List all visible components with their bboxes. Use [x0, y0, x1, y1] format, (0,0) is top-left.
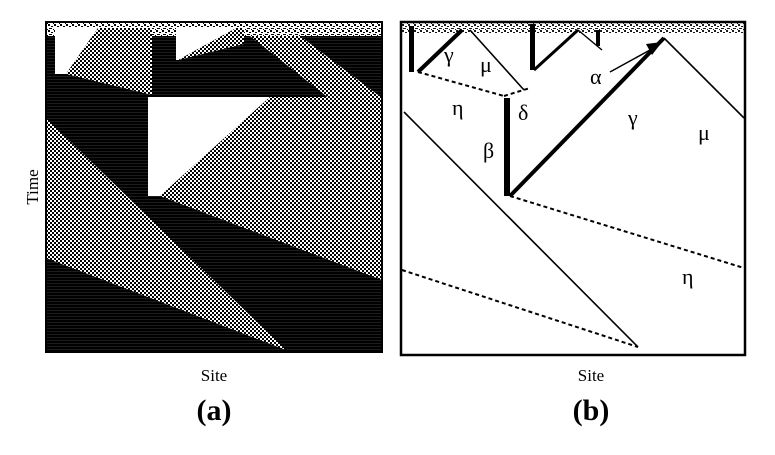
- label-gamma-right: γ: [627, 105, 638, 130]
- delta-particle: [503, 87, 531, 97]
- checker-domain-top-middle: [178, 28, 244, 60]
- initial-noise-strip-b: [401, 22, 745, 34]
- label-eta-lower: η: [682, 264, 694, 289]
- beta-wall-center: [504, 98, 510, 196]
- alpha-arrow-shaft: [609, 49, 651, 73]
- label-delta: δ: [518, 100, 528, 125]
- gamma-particle-top: [532, 28, 580, 72]
- checker-domain-bottom-left: [46, 118, 286, 350]
- label-eta-upper: η: [452, 95, 464, 120]
- white-domain-top-left: [56, 28, 98, 74]
- wall-a-left: [55, 28, 58, 74]
- gamma-particle-right: [508, 36, 666, 198]
- axis-label-time: Time: [23, 169, 42, 204]
- checker-domain-top-left: [66, 28, 152, 95]
- label-gamma-left: γ: [443, 42, 454, 67]
- mu-particle-long: [403, 111, 639, 348]
- mu-particle-top: [577, 29, 603, 51]
- mu-particle-right: [663, 37, 745, 119]
- beta-wall-top-right: [596, 30, 600, 46]
- label-mu-left: μ: [480, 52, 492, 77]
- eta-particle-upper: [417, 71, 505, 97]
- panel-b-frame: [399, 20, 747, 357]
- beta-wall-top-middle: [530, 24, 535, 70]
- alpha-arrow-head: [646, 42, 662, 55]
- white-domain-center: [150, 97, 270, 196]
- label-beta: β: [483, 138, 494, 163]
- axis-label-site-b: Site: [578, 366, 604, 385]
- panel-b-background: [401, 22, 745, 355]
- wall-a-center: [148, 97, 151, 196]
- panel-label-a: (a): [197, 394, 232, 427]
- panel-a: [46, 22, 382, 352]
- gamma-particle-left: [416, 28, 464, 74]
- eta-particle-lower: [509, 195, 745, 269]
- axis-label-site-a: Site: [201, 366, 227, 385]
- label-alpha: α: [590, 64, 602, 89]
- white-domain-top-middle: [178, 28, 236, 60]
- panel-label-b: (b): [573, 394, 610, 427]
- checker-domain-center-right: [160, 97, 382, 280]
- eta-particle-bottom: [401, 269, 639, 348]
- wall-a-mid: [176, 28, 179, 60]
- beta-wall-left: [409, 26, 414, 72]
- panel-b: [401, 22, 745, 355]
- mu-particle-left: [469, 29, 525, 91]
- panel-a-frame: [45, 21, 383, 353]
- label-mu-right: μ: [698, 120, 710, 145]
